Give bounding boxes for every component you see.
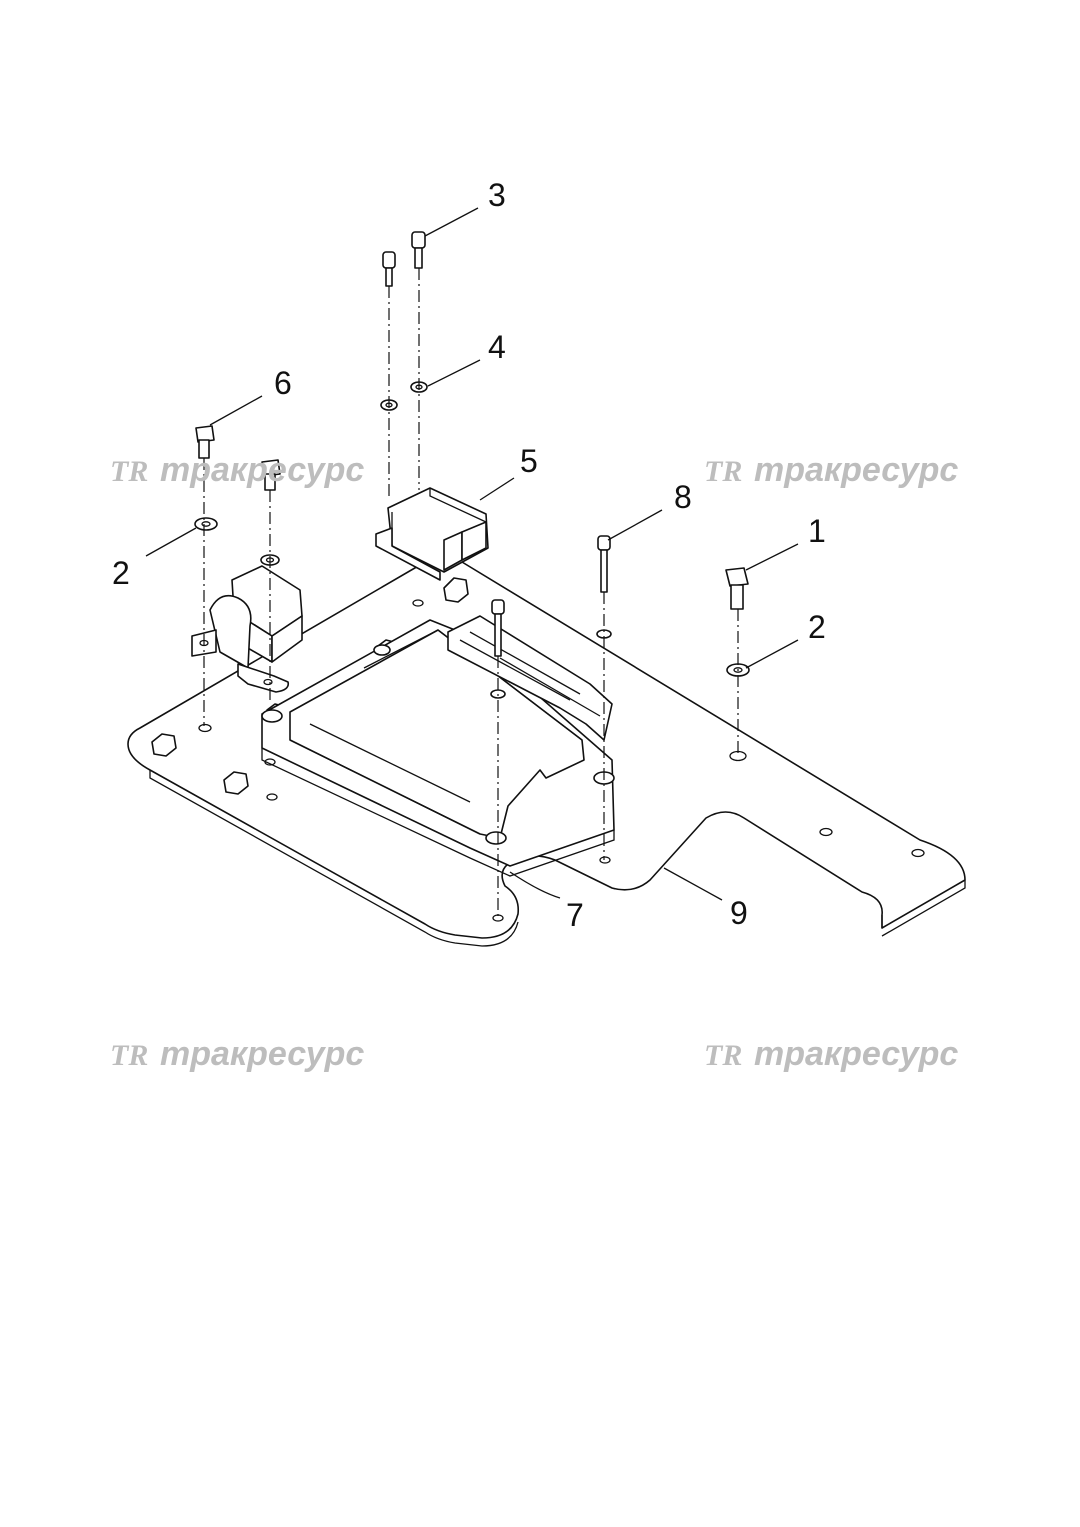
- watermark-text: тракресурс: [754, 1035, 958, 1073]
- watermark-logo: TR: [110, 1039, 148, 1072]
- watermark-text: тракресурс: [754, 451, 958, 489]
- callout-2-right: 2: [808, 609, 826, 645]
- watermark-text: тракресурс: [160, 451, 364, 489]
- watermark-logo: TR: [704, 455, 742, 488]
- watermark-logo: TR: [704, 1039, 742, 1072]
- callout-4: 4: [488, 329, 506, 365]
- controller-unit: [261, 615, 615, 877]
- watermark-text: тракресурс: [160, 1035, 364, 1073]
- callout-2-left: 2: [112, 555, 130, 591]
- callout-7: 7: [566, 897, 584, 933]
- watermark-top-left: TR тракресурс: [110, 451, 364, 489]
- fasteners: [194, 231, 750, 699]
- callout-3: 3: [488, 177, 506, 213]
- callout-6: 6: [274, 365, 292, 401]
- leader-lines: [145, 207, 799, 901]
- callout-1: 1: [808, 513, 826, 549]
- sensor-bracket: [191, 565, 303, 693]
- assembly-axis-lines: [203, 268, 739, 918]
- callout-5: 5: [520, 443, 538, 479]
- watermark-bottom-left: TR тракресурс: [110, 1035, 364, 1073]
- callout-8: 8: [674, 479, 692, 515]
- relay-module: [375, 487, 489, 581]
- watermark-top-right: TR тракресурс: [704, 451, 958, 489]
- watermark-logo: TR: [110, 455, 148, 488]
- callout-9: 9: [730, 895, 748, 931]
- callout-labels: 1 2 2 3 4 5 6 7 8 9: [112, 177, 826, 933]
- watermark-bottom-right: TR тракресурс: [704, 1035, 958, 1073]
